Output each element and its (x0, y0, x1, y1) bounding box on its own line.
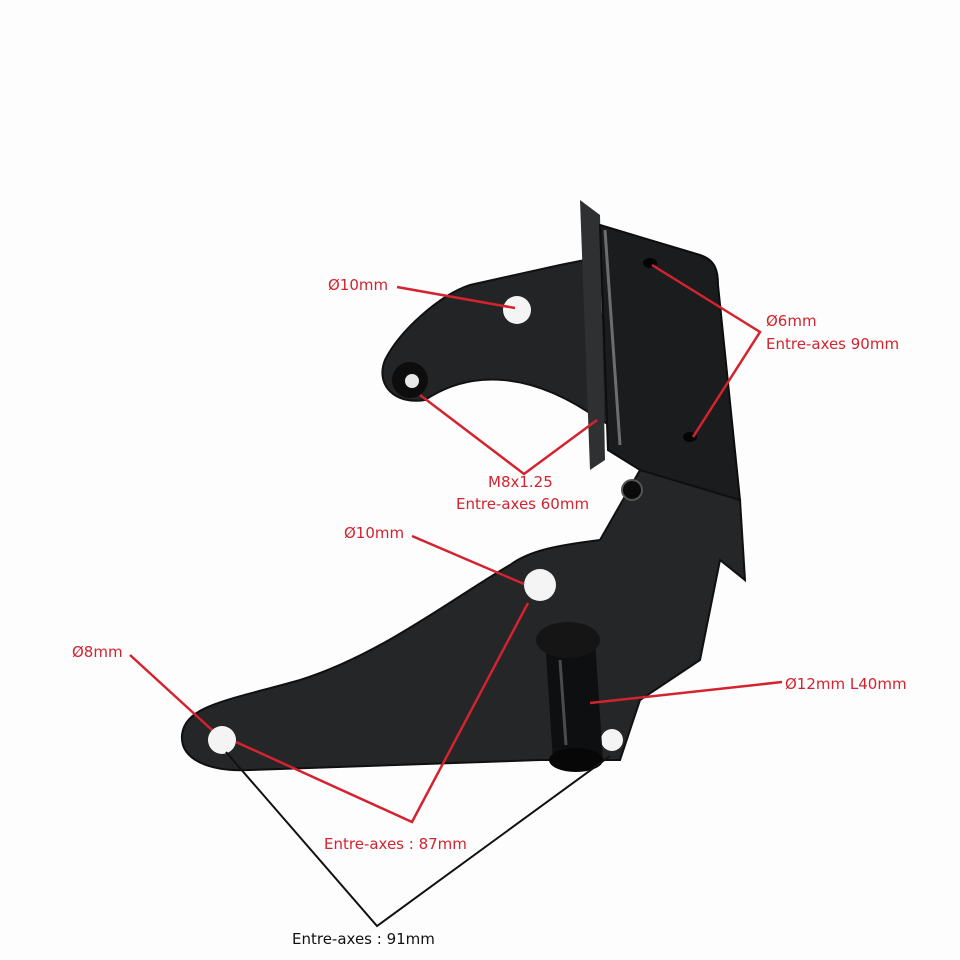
red-leader-lines (129, 263, 783, 824)
pin-end (549, 748, 603, 772)
upper-arm-plate (381, 258, 642, 442)
label-thread-spacing: Entre-axes 60mm (456, 495, 590, 513)
pin-weld (536, 622, 600, 658)
threaded-hole (405, 374, 419, 388)
middle-hole (524, 569, 556, 601)
label-spacing-91: Entre-axes : 91mm (292, 930, 435, 948)
channel-top (598, 223, 742, 501)
channel-highlight (603, 229, 622, 446)
upper-hole (503, 296, 531, 324)
pin-shaft (545, 640, 603, 760)
pin-highlight (558, 659, 568, 746)
side-eyelet (621, 479, 643, 501)
left-hole (208, 726, 236, 754)
label-spacing-87: Entre-axes : 87mm (324, 835, 467, 853)
label-slot-spacing: Entre-axes 90mm (766, 335, 900, 353)
label-left-hole: Ø8mm (72, 643, 123, 661)
lower-plate (180, 468, 747, 772)
label-pin: Ø12mm L40mm (785, 675, 907, 693)
channel-flange (580, 200, 605, 470)
label-thread-spec: M8x1.25 (488, 473, 553, 491)
right-small-hole (601, 729, 623, 751)
label-middle-hole: Ø10mm (344, 524, 405, 542)
black-leader-lines (225, 751, 611, 928)
label-slot-diameter: Ø6mm (766, 312, 817, 330)
label-upper-hole: Ø10mm (328, 276, 389, 294)
